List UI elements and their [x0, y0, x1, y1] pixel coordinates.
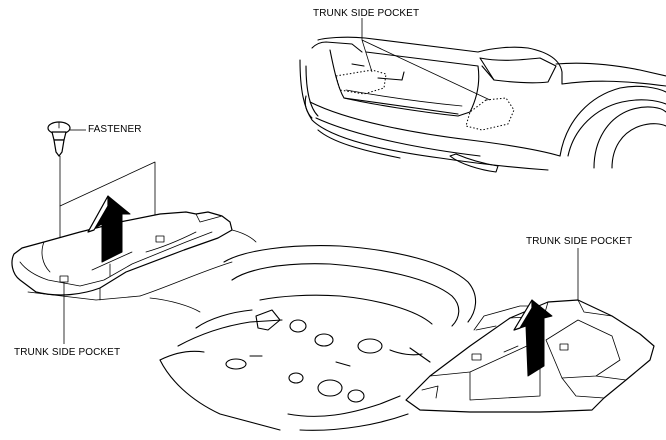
fastener-icon: [47, 121, 86, 157]
arrow-highlight: [87, 195, 109, 233]
left-pocket-label: TRUNK SIDE POCKET: [14, 347, 121, 358]
arrow-highlight: [513, 299, 533, 331]
vehicle-rear-view: [299, 18, 666, 173]
top-pocket-label: TRUNK SIDE POCKET: [313, 8, 420, 19]
left-pocket-assembly: [11, 156, 257, 344]
fastener-label: FASTENER: [88, 124, 142, 135]
right-pocket-label: TRUNK SIDE POCKET: [526, 236, 633, 247]
trunk-floor-well: [159, 245, 477, 431]
